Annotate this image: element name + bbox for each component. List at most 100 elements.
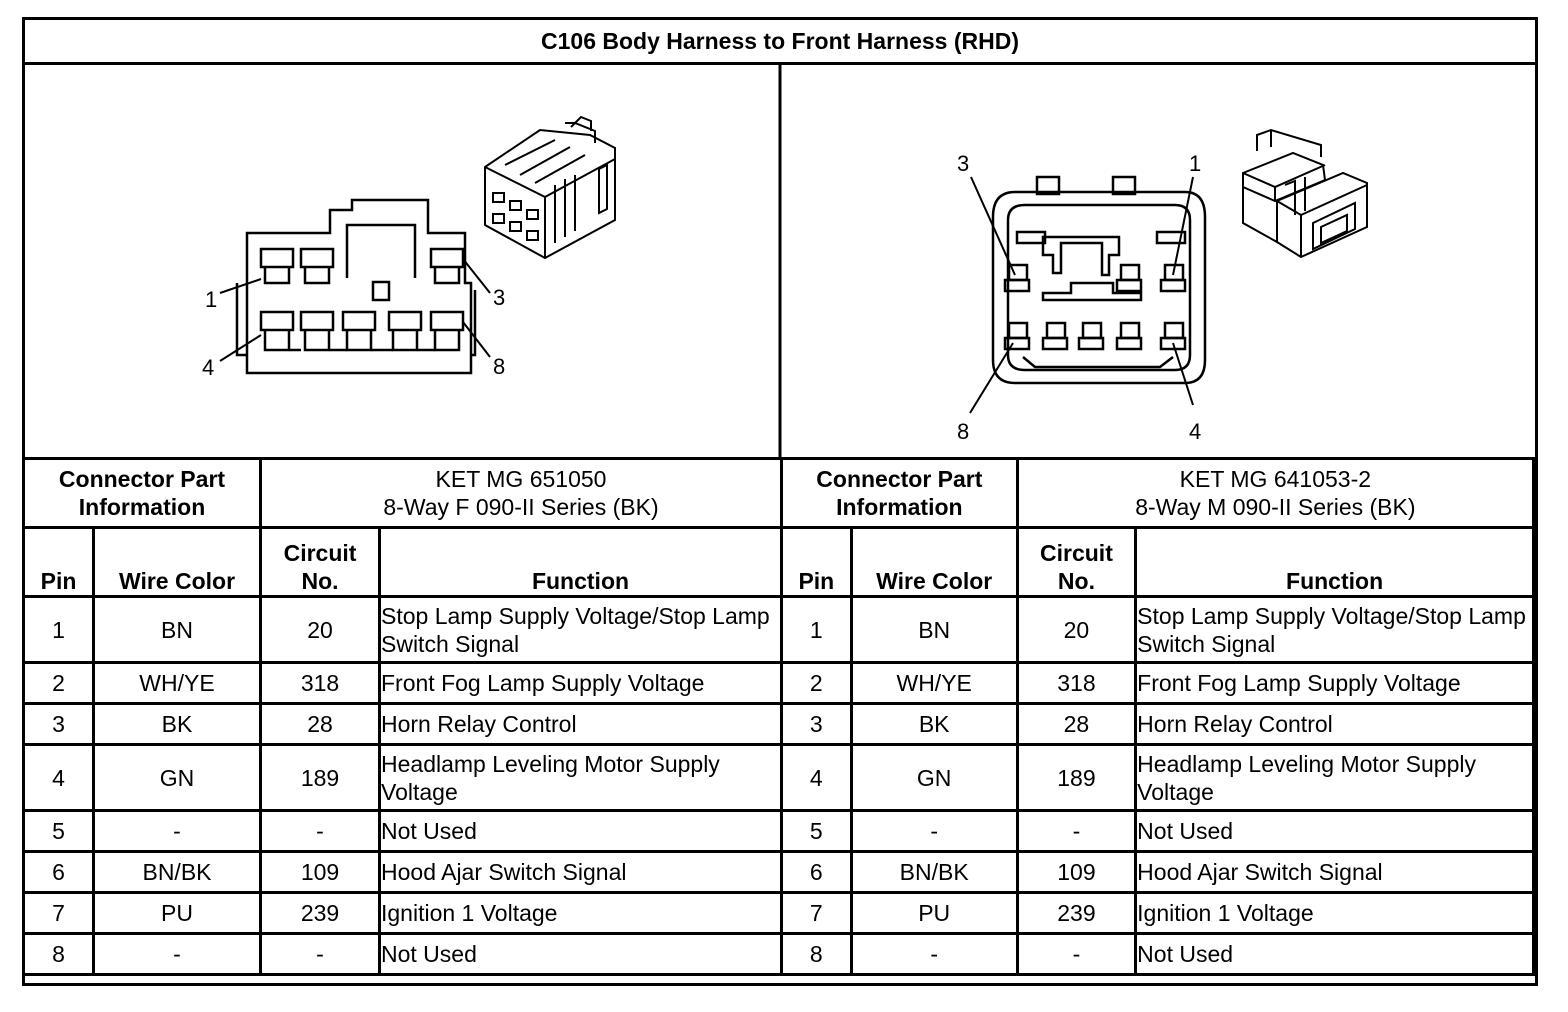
left-pin-label-1: 1 — [205, 287, 217, 312]
circuit-header: Circuit No. — [1015, 526, 1138, 598]
left-pin-label-3: 3 — [493, 285, 505, 310]
pin-cell: 1 — [780, 595, 853, 664]
pin-cell: 7 — [22, 891, 95, 935]
part-number: KET MG 651050 — [435, 466, 607, 492]
table-row: 1 BN 20 Stop Lamp Supply Voltage/Stop La… — [780, 595, 1535, 664]
wire-color-cell: BN/BK — [92, 850, 262, 894]
table-row: 8 - - Not Used — [780, 932, 1535, 976]
pin-cell: 8 — [22, 932, 95, 976]
table-row: 1 BN 20 Stop Lamp Supply Voltage/Stop La… — [22, 595, 783, 664]
pin-cell: 2 — [780, 661, 853, 705]
circuit-cell: - — [259, 932, 381, 976]
right-connector-iso — [1242, 128, 1368, 259]
right-pin-label-1: 1 — [1189, 151, 1201, 176]
wire-color-cell: - — [849, 932, 1019, 976]
circuit-cell: 28 — [1015, 702, 1138, 746]
right-pin-label-8: 8 — [957, 419, 969, 444]
column-header-row: Pin Wire Color Circuit No. Function — [780, 526, 1535, 598]
left-connector-leaders — [219, 258, 491, 362]
pin-header: Pin — [22, 526, 95, 598]
connector-part-cell: KET MG 651050 8-Way F 090-II Series (BK) — [259, 457, 783, 529]
circuit-cell: 28 — [259, 702, 381, 746]
function-cell: Headlamp Leveling Motor Supply Voltage — [1134, 743, 1535, 812]
left-pinout-table: Connector Part Information KET MG 651050… — [22, 457, 783, 976]
connector-info-label: Connector Part Information — [780, 457, 1019, 529]
wire-color-cell: BN — [849, 595, 1019, 664]
column-header-row: Pin Wire Color Circuit No. Function — [22, 526, 783, 598]
function-cell: Horn Relay Control — [1134, 702, 1535, 746]
connector-sheet: C106 Body Harness to Front Harness (RHD) — [22, 17, 1538, 986]
wire-color-cell: BK — [849, 702, 1019, 746]
pin-cell: 6 — [780, 850, 853, 894]
wire-color-header: Wire Color — [849, 526, 1019, 598]
right-pin-label-3: 3 — [957, 151, 969, 176]
wire-color-cell: - — [92, 809, 262, 853]
wire-color-cell: WH/YE — [92, 661, 262, 705]
wire-color-cell: - — [92, 932, 262, 976]
table-row: 6 BN/BK 109 Hood Ajar Switch Signal — [22, 850, 783, 894]
table-row: 2 WH/YE 318 Front Fog Lamp Supply Voltag… — [22, 661, 783, 705]
function-cell: Not Used — [1134, 809, 1535, 853]
circuit-cell: 318 — [259, 661, 381, 705]
pin-cell: 5 — [22, 809, 95, 853]
table-row: 4 GN 189 Headlamp Leveling Motor Supply … — [780, 743, 1535, 812]
pin-cell: 7 — [780, 891, 853, 935]
pin-cell: 6 — [22, 850, 95, 894]
pin-cell: 5 — [780, 809, 853, 853]
table-row: 3 BK 28 Horn Relay Control — [22, 702, 783, 746]
left-pin-label-4: 4 — [202, 355, 214, 380]
circuit-cell: 189 — [259, 743, 381, 812]
connector-info-row: Connector Part Information KET MG 651050… — [22, 457, 783, 529]
table-row: 3 BK 28 Horn Relay Control — [780, 702, 1535, 746]
pin-header: Pin — [780, 526, 853, 598]
table-row: 5 - - Not Used — [22, 809, 783, 853]
part-series: 8-Way F 090-II Series (BK) — [383, 494, 659, 520]
function-cell: Hood Ajar Switch Signal — [378, 850, 783, 894]
right-pinout-table: Connector Part Information KET MG 641053… — [780, 457, 1536, 976]
function-cell: Not Used — [1134, 932, 1535, 976]
connector-part-cell: KET MG 641053-2 8-Way M 090-II Series (B… — [1015, 457, 1536, 529]
circuit-cell: - — [1015, 809, 1138, 853]
right-pin-label-4: 4 — [1189, 419, 1201, 444]
pin-cell: 3 — [22, 702, 95, 746]
table-row: 8 - - Not Used — [22, 932, 783, 976]
pin-cell: 3 — [780, 702, 853, 746]
left-connector-face — [235, 198, 477, 375]
circuit-cell: 318 — [1015, 661, 1138, 705]
circuit-cell: 20 — [1015, 595, 1138, 664]
circuit-cell: 189 — [1015, 743, 1138, 812]
circuit-cell: 239 — [1015, 891, 1138, 935]
pin-cell: 4 — [22, 743, 95, 812]
circuit-cell: 109 — [1015, 850, 1138, 894]
wire-color-cell: WH/YE — [849, 661, 1019, 705]
table-row: 7 PU 239 Ignition 1 Voltage — [780, 891, 1535, 935]
wire-color-cell: BK — [92, 702, 262, 746]
part-number: KET MG 641053-2 — [1179, 466, 1372, 492]
page-title: C106 Body Harness to Front Harness (RHD) — [25, 20, 1535, 65]
function-cell: Ignition 1 Voltage — [378, 891, 783, 935]
part-series: 8-Way M 090-II Series (BK) — [1135, 494, 1416, 520]
pin-cell: 4 — [780, 743, 853, 812]
circuit-cell: 109 — [259, 850, 381, 894]
circuit-header: Circuit No. — [259, 526, 381, 598]
function-cell: Horn Relay Control — [378, 702, 783, 746]
wire-color-cell: BN — [92, 595, 262, 664]
function-cell: Hood Ajar Switch Signal — [1134, 850, 1535, 894]
function-cell: Stop Lamp Supply Voltage/Stop Lamp Switc… — [378, 595, 783, 664]
connector-diagrams: 1 4 3 8 — [202, 65, 1368, 459]
connector-info-row: Connector Part Information KET MG 641053… — [780, 457, 1536, 529]
table-row: 5 - - Not Used — [780, 809, 1535, 853]
circuit-cell: - — [259, 809, 381, 853]
wire-color-cell: GN — [92, 743, 262, 812]
circuit-cell: 20 — [259, 595, 381, 664]
wire-color-cell: - — [849, 809, 1019, 853]
function-header: Function — [378, 526, 783, 598]
wire-color-cell: BN/BK — [849, 850, 1019, 894]
connector-info-label: Connector Part Information — [22, 457, 262, 529]
function-cell: Stop Lamp Supply Voltage/Stop Lamp Switc… — [1134, 595, 1535, 664]
function-cell: Not Used — [378, 932, 783, 976]
function-cell: Front Fog Lamp Supply Voltage — [1134, 661, 1535, 705]
function-cell: Ignition 1 Voltage — [1134, 891, 1535, 935]
wire-color-cell: GN — [849, 743, 1019, 812]
left-connector-iso — [484, 115, 616, 260]
